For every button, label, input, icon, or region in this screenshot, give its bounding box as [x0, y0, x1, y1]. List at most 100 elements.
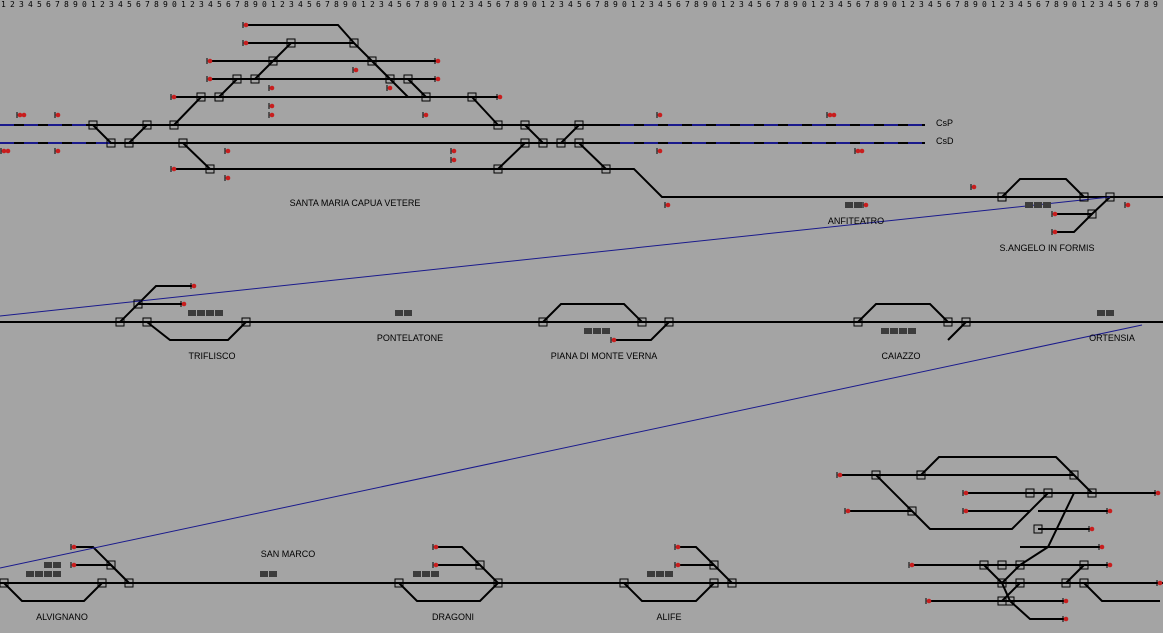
signal-lamp [435, 76, 441, 82]
occupancy-block [593, 328, 601, 334]
switch-marker [241, 317, 251, 327]
occupancy-block [890, 328, 898, 334]
ruler-digit: 0 [82, 0, 87, 9]
station-label-dragoni[interactable]: DRAGONI [431, 612, 475, 622]
station-label-piana-di-monte-verna[interactable]: PIANA DI MONTE VERNA [550, 351, 658, 361]
signal-lamp [657, 148, 663, 154]
track-segment [542, 303, 643, 323]
switch-marker [403, 74, 413, 84]
signal-lamp [269, 85, 275, 91]
switch-marker [574, 138, 584, 148]
switch-marker [106, 560, 116, 570]
ruler-digit: 9 [73, 0, 78, 9]
station-label-anfiteatro[interactable]: ANFITEATRO [827, 216, 885, 226]
occupancy-block [584, 328, 592, 334]
ruler-digit: 9 [253, 0, 258, 9]
occupancy-block [206, 310, 214, 316]
switch-marker [853, 317, 863, 327]
ruler-digit: 9 [343, 0, 348, 9]
station-label-pontelatone[interactable]: PONTELATONE [376, 333, 444, 343]
ruler-digit: 9 [1153, 0, 1158, 9]
ruler-digit: 3 [559, 0, 564, 9]
ruler-digit: 9 [163, 0, 168, 9]
ruler-digit: 0 [892, 0, 897, 9]
occupancy-block [215, 310, 223, 316]
switch-marker [349, 38, 359, 48]
switch-marker [88, 120, 98, 130]
ruler-digit: 6 [46, 0, 51, 9]
ruler-digit: 4 [838, 0, 843, 9]
ruler-digit: 8 [1144, 0, 1149, 9]
switch-marker [232, 74, 242, 84]
occupancy-block [197, 310, 205, 316]
ruler-digit: 9 [433, 0, 438, 9]
switch-marker [1025, 488, 1035, 498]
signal-lamp [845, 508, 851, 514]
ruler-digit: 2 [730, 0, 735, 9]
occupancy-block [26, 571, 34, 577]
ruler-digit: 3 [1099, 0, 1104, 9]
ruler-digit: 7 [55, 0, 60, 9]
switch-marker [115, 317, 125, 327]
switch-marker [421, 92, 431, 102]
switch-marker [394, 578, 404, 588]
ruler-digit: 4 [748, 0, 753, 9]
switch-marker [493, 164, 503, 174]
ruler-digit: 5 [937, 0, 942, 9]
switch-marker [664, 317, 674, 327]
signal-lamp [926, 598, 932, 604]
ruler-digit: 4 [28, 0, 33, 9]
signal-lamp [971, 184, 977, 190]
ruler-digit: 4 [478, 0, 483, 9]
signal-lamp [1099, 544, 1105, 550]
station-label-s-angelo-in-formis[interactable]: S.ANGELO IN FORMIS [999, 243, 1095, 253]
ruler-digit: 2 [10, 0, 15, 9]
ruler-digit: 1 [1, 0, 6, 9]
signal-lamp [243, 22, 249, 28]
signal-lamp [225, 148, 231, 154]
ruler-digit: 9 [523, 0, 528, 9]
station-label-alvignano[interactable]: ALVIGNANO [36, 612, 88, 622]
ruler-digit: 6 [406, 0, 411, 9]
occupancy-block [53, 571, 61, 577]
signal-lamp [1157, 580, 1163, 586]
ruler-digit: 4 [1018, 0, 1023, 9]
signal-lamp [831, 112, 837, 118]
ruler-digit: 8 [64, 0, 69, 9]
track-segment [146, 321, 247, 341]
signal-lamp [171, 166, 177, 172]
station-label-caiazzo[interactable]: CAIAZZO [881, 351, 921, 361]
signal-lamp [1107, 508, 1113, 514]
signal-lamp [387, 85, 393, 91]
ruler-digit: 2 [820, 0, 825, 9]
occupancy-block [1097, 310, 1105, 316]
signal-lamp [1155, 490, 1161, 496]
station-label-alife[interactable]: ALIFE [656, 612, 682, 622]
station-label-santa-maria-capua-vetere[interactable]: SANTA MARIA CAPUA VETERE [289, 198, 421, 208]
ruler-digit: 7 [775, 0, 780, 9]
ruler-digit: 7 [865, 0, 870, 9]
signal-lamp [963, 508, 969, 514]
track-segment [623, 582, 715, 602]
ruler-digit: 3 [469, 0, 474, 9]
ruler-digit: 3 [829, 0, 834, 9]
section-connector [0, 196, 1111, 317]
track-segment [92, 124, 112, 144]
switch-marker [709, 560, 719, 570]
signal-lamp [611, 337, 617, 343]
ruler-digit: 2 [280, 0, 285, 9]
occupancy-block [35, 571, 43, 577]
station-label-triflisco[interactable]: TRIFLISCO [188, 351, 236, 361]
track-segment [947, 321, 967, 341]
ruler-digit: 8 [154, 0, 159, 9]
occupancy-block [188, 310, 196, 316]
ruler-digit: 8 [334, 0, 339, 9]
track-segment [3, 582, 103, 602]
station-label-san-marco[interactable]: SAN MARCO [260, 549, 316, 559]
station-label-ortensia[interactable]: ORTENSIA [1089, 333, 1135, 343]
signal-lamp [963, 490, 969, 496]
signal-lamp [909, 562, 915, 568]
switch-marker [142, 120, 152, 130]
ruler-digit: 9 [883, 0, 888, 9]
